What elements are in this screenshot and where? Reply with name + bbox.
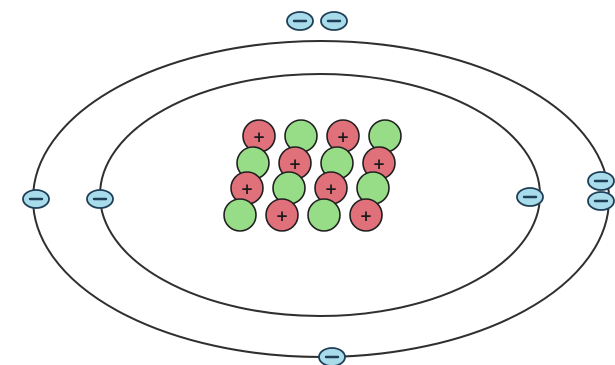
proton: + (266, 199, 298, 231)
nucleus: + + + + + + + + (224, 120, 401, 231)
outer-shell-electron (319, 348, 345, 365)
neutron-circle (308, 199, 340, 231)
proton: + (350, 199, 382, 231)
outer-shell-electron (287, 12, 313, 30)
outer-shell-electron (23, 190, 49, 208)
neutron (224, 199, 256, 231)
proton-plus-sign: + (253, 128, 266, 146)
proton-plus-sign: + (241, 180, 254, 198)
inner-shell-electron (517, 188, 543, 206)
outer-shell-electron (588, 192, 614, 210)
proton-plus-sign: + (360, 207, 373, 225)
proton-plus-sign: + (276, 207, 289, 225)
outer-shell-electron (321, 12, 347, 30)
proton-plus-sign: + (337, 128, 350, 146)
proton-plus-sign: + (325, 180, 338, 198)
neutron-circle (224, 199, 256, 231)
neutron (308, 199, 340, 231)
proton-plus-sign: + (289, 155, 302, 173)
inner-shell-electron (87, 190, 113, 208)
proton-plus-sign: + (373, 155, 386, 173)
outer-shell-electron (588, 172, 614, 190)
